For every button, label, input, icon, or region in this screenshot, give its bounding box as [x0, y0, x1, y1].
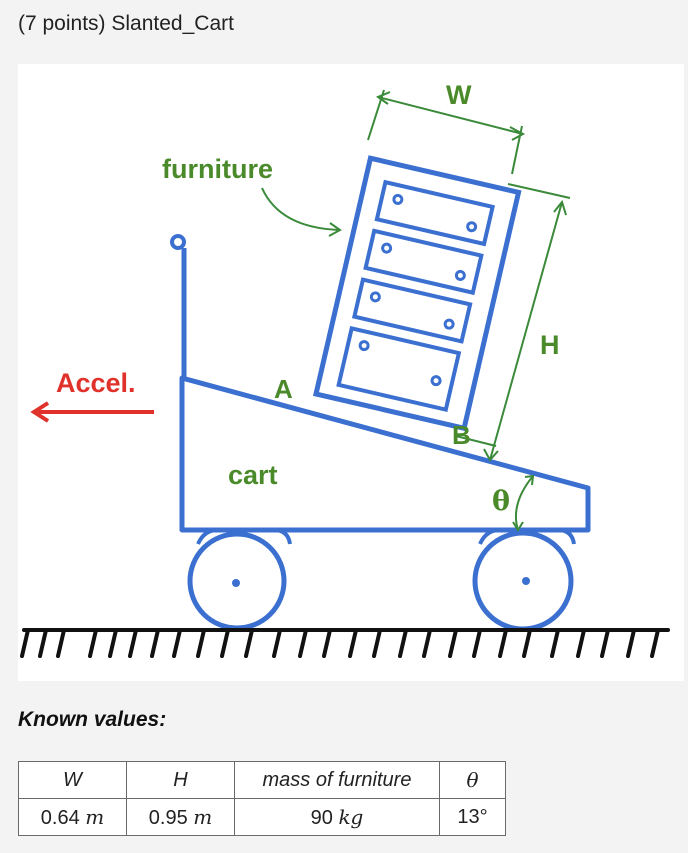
header-h: H — [126, 761, 235, 799]
table-row: 0.64 m 0.95 m 90 kg 13° — [18, 798, 506, 836]
header-mass: mass of furniture — [234, 761, 440, 799]
cart-diagram: furniture Accel. cart A B W H θ — [20, 80, 670, 658]
value-theta: 13° — [439, 798, 506, 836]
point-b-label: B — [452, 420, 471, 450]
header-w: W — [18, 761, 127, 799]
height-label: H — [540, 330, 560, 360]
problem-title: (7 points) Slanted_Cart — [18, 12, 234, 35]
known-values-heading: Known values: — [18, 708, 167, 731]
width-label: W — [446, 80, 472, 110]
ground-line — [20, 628, 670, 658]
value-w: 0.64 m — [18, 798, 127, 836]
handle-knob — [170, 234, 186, 250]
value-h: 0.95 m — [126, 798, 235, 836]
width-dimension — [367, 89, 526, 175]
furniture-cabinet — [313, 155, 522, 432]
known-values-table: W H mass of furniture θ 0.64 m 0.95 m 90… — [18, 761, 506, 836]
height-dimension — [455, 183, 571, 462]
value-mass: 90 kg — [234, 798, 440, 836]
cart-label: cart — [228, 460, 278, 490]
cart-body — [179, 375, 591, 533]
point-a-label: A — [274, 374, 293, 404]
furniture-pointer — [261, 187, 341, 231]
furniture-label: furniture — [162, 154, 273, 184]
header-theta: θ — [439, 761, 506, 799]
theta-label: θ — [492, 486, 510, 517]
accel-label: Accel. — [56, 368, 136, 398]
table-header-row: W H mass of furniture θ — [18, 761, 506, 799]
slanted-cart-figure: furniture Accel. cart A B W H θ — [18, 64, 684, 681]
theta-angle-marker — [512, 474, 535, 532]
